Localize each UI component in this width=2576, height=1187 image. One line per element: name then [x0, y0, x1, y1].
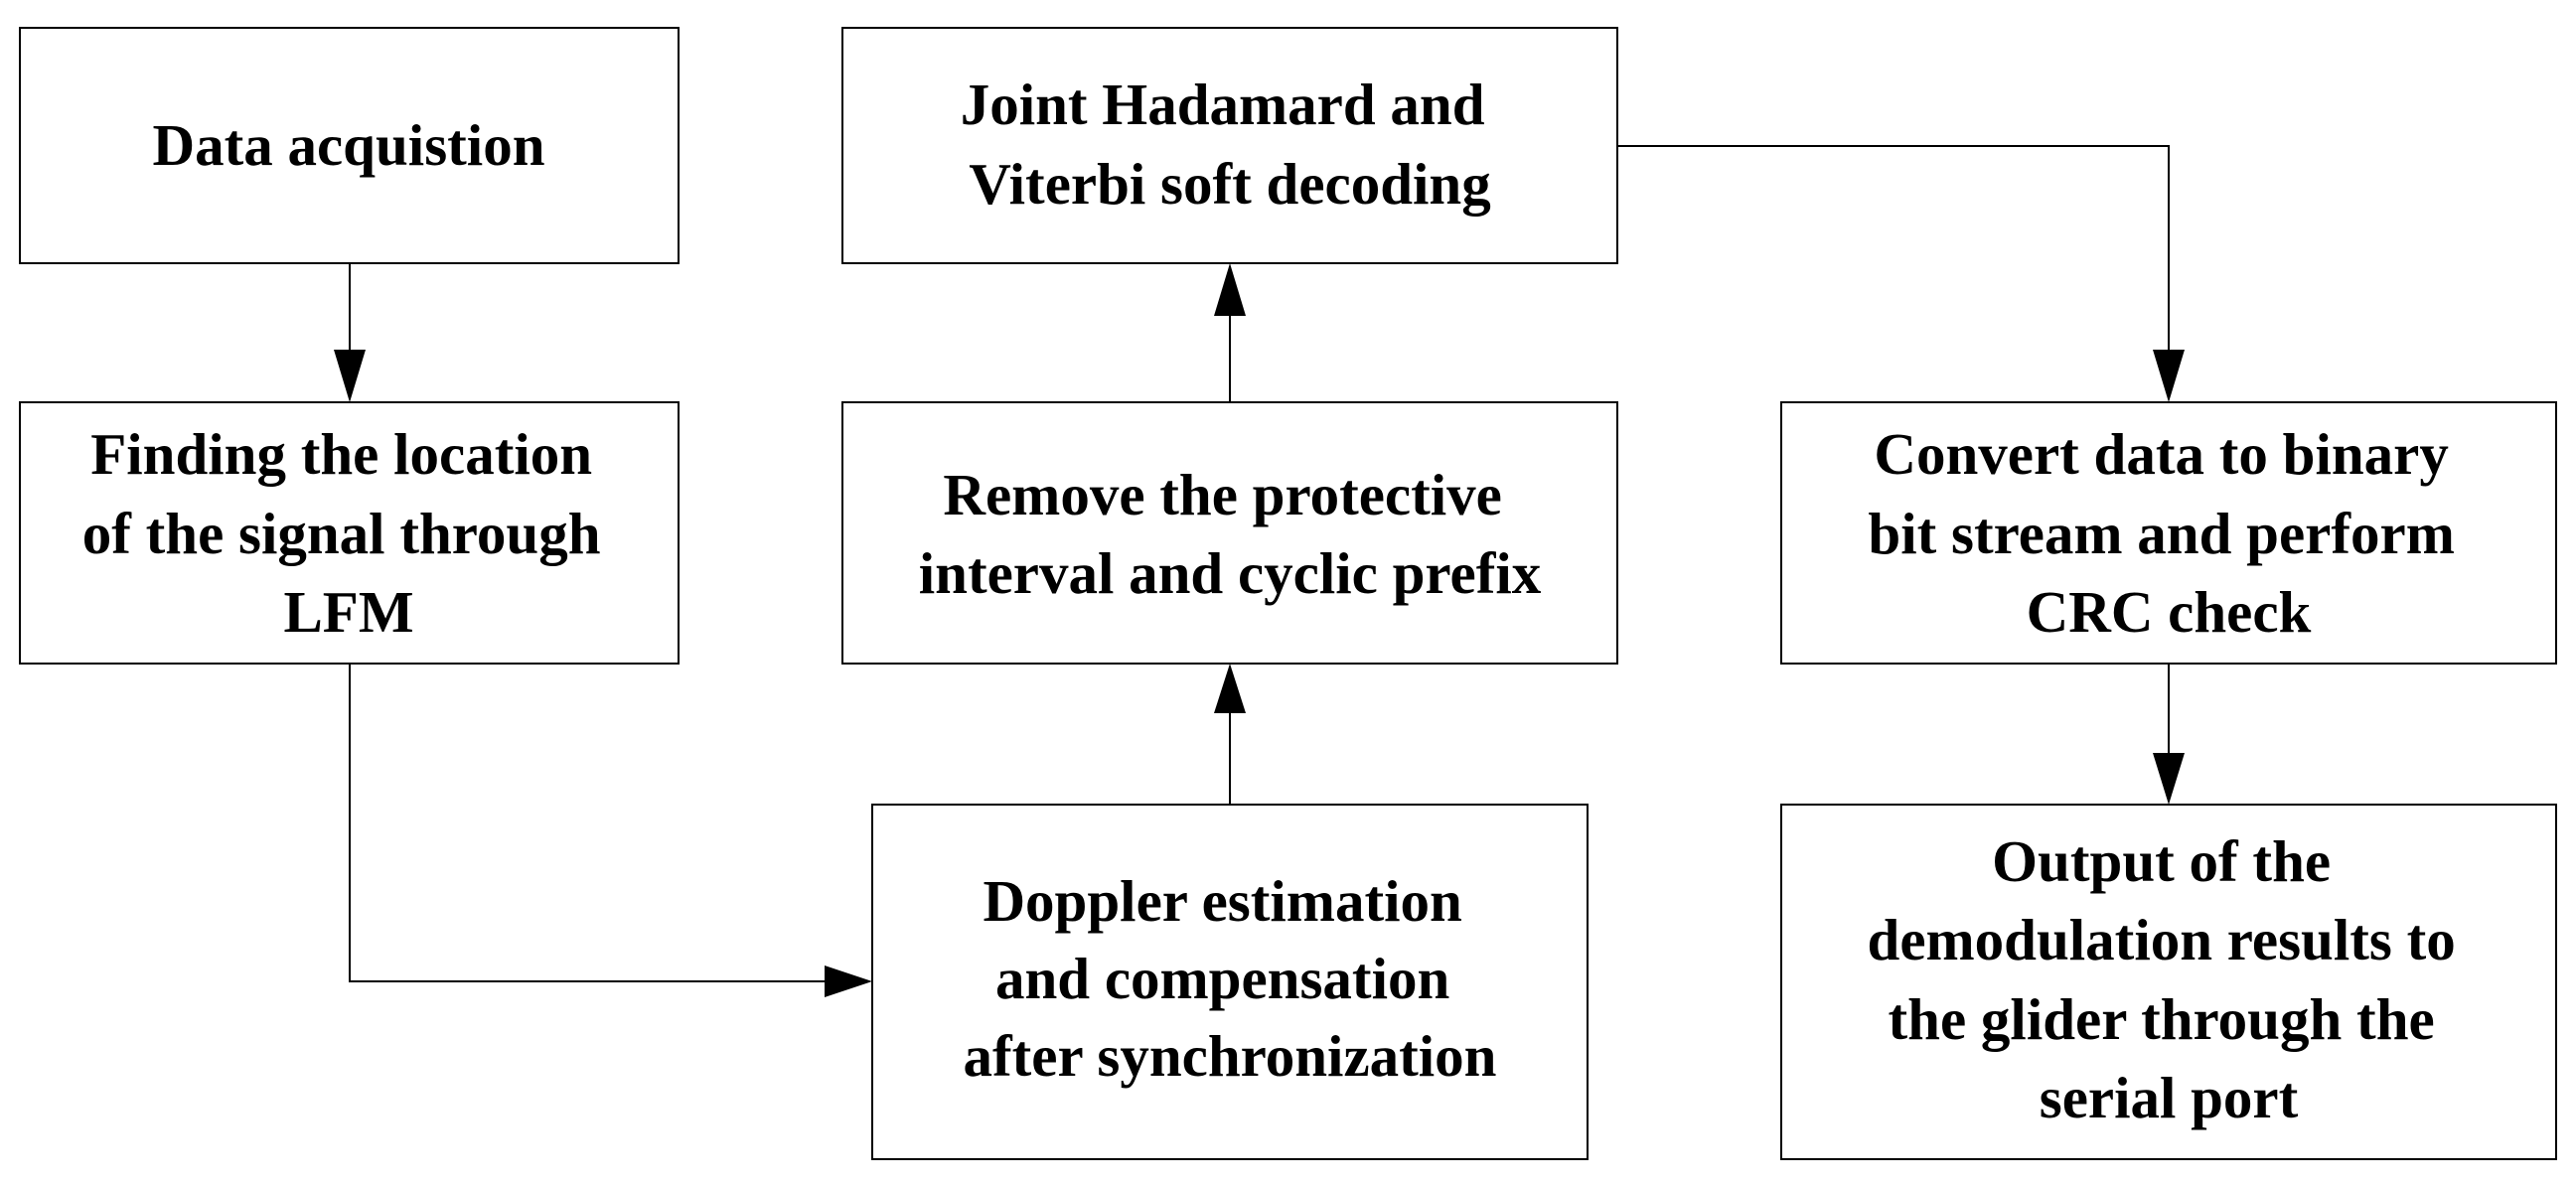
- node-convert-data-line-2: bit stream and perform: [1868, 501, 2454, 566]
- node-finding-location-line-1: Finding the location: [90, 421, 592, 487]
- node-doppler-line-2: and compensation: [995, 946, 1449, 1011]
- svg-text:Joint Hadamard and Viter: Joint Hadamard and Viterbi soft decoding: [961, 72, 1500, 217]
- node-remove-interval-line-1: Remove the protective: [943, 462, 1501, 527]
- node-output-results-line-2: demodulation results to: [1868, 907, 2456, 972]
- node-remove-interval: Remove the protective interval and cycli…: [841, 401, 1618, 665]
- node-doppler-line-3: after synchronization: [964, 1023, 1497, 1089]
- arrow-head-acquisition-to-finding: [334, 350, 366, 402]
- node-data-acquisition-box: [19, 27, 680, 264]
- node-finding-location-box: [19, 401, 680, 665]
- node-joint-decoding-box: [841, 27, 1618, 264]
- edges: [334, 145, 2185, 997]
- arrow-head-decoding-to-convert: [2153, 350, 2185, 402]
- node-output-results-line-1: Output of the: [1992, 828, 2331, 894]
- node-finding-location-line-3: LFM: [283, 579, 413, 645]
- node-doppler-line-1: Doppler estimation: [983, 868, 1461, 934]
- node-convert-data-line-1: Convert data to binary: [1874, 421, 2449, 487]
- node-data-acquisition: Data acquistion: [19, 27, 680, 264]
- arrow-head-remove-to-decoding: [1214, 263, 1246, 316]
- node-joint-decoding: Joint Hadamard and Viterbi soft decoding: [841, 27, 1618, 264]
- node-joint-decoding-line-1: Joint Hadamard and: [961, 72, 1485, 137]
- node-convert-data: Convert data to binary bit stream and pe…: [1780, 401, 2557, 665]
- node-output-results: Output of the demodulation results to th…: [1780, 804, 2557, 1160]
- arrow-head-finding-to-doppler: [825, 965, 872, 997]
- node-output-results-line-3: the glider through the: [1889, 986, 2435, 1052]
- node-remove-interval-box: [841, 401, 1618, 665]
- node-joint-decoding-line-2: Viterbi soft decoding: [969, 151, 1491, 217]
- svg-text:Data acquistion: Data acquistion: [152, 112, 544, 178]
- node-output-results-box: [1780, 804, 2557, 1160]
- node-remove-interval-line-2: interval and cyclic prefix: [919, 540, 1542, 606]
- node-finding-location-line-2: of the signal through: [82, 501, 601, 566]
- svg-text:Doppler estimation and c: Doppler estimation and compensation afte…: [964, 868, 1497, 1089]
- node-data-acquisition-line-1: Data acquistion: [152, 112, 544, 178]
- node-convert-data-box: [1780, 401, 2557, 665]
- node-convert-data-line-3: CRC check: [2027, 579, 2312, 645]
- node-doppler-box: [871, 804, 1589, 1160]
- node-doppler: Doppler estimation and compensation afte…: [871, 804, 1589, 1160]
- arrow-head-convert-to-output: [2153, 753, 2185, 805]
- svg-text:Convert data to binary b: Convert data to binary bit stream and pe…: [1868, 421, 2469, 645]
- edge-finding-to-doppler: [349, 664, 825, 982]
- svg-text:Output of the demodulati: Output of the demodulation results to th…: [1868, 828, 2471, 1130]
- node-finding-location: Finding the location of the signal throu…: [19, 401, 680, 665]
- arrow-head-doppler-to-remove: [1214, 664, 1246, 713]
- svg-text:Finding the location of: Finding the location of the signal throu…: [82, 421, 616, 645]
- node-output-results-line-4: serial port: [2040, 1065, 2299, 1130]
- edge-decoding-to-convert: [1617, 145, 2170, 350]
- svg-text:Remove the protective in: Remove the protective interval and cycli…: [919, 462, 1542, 606]
